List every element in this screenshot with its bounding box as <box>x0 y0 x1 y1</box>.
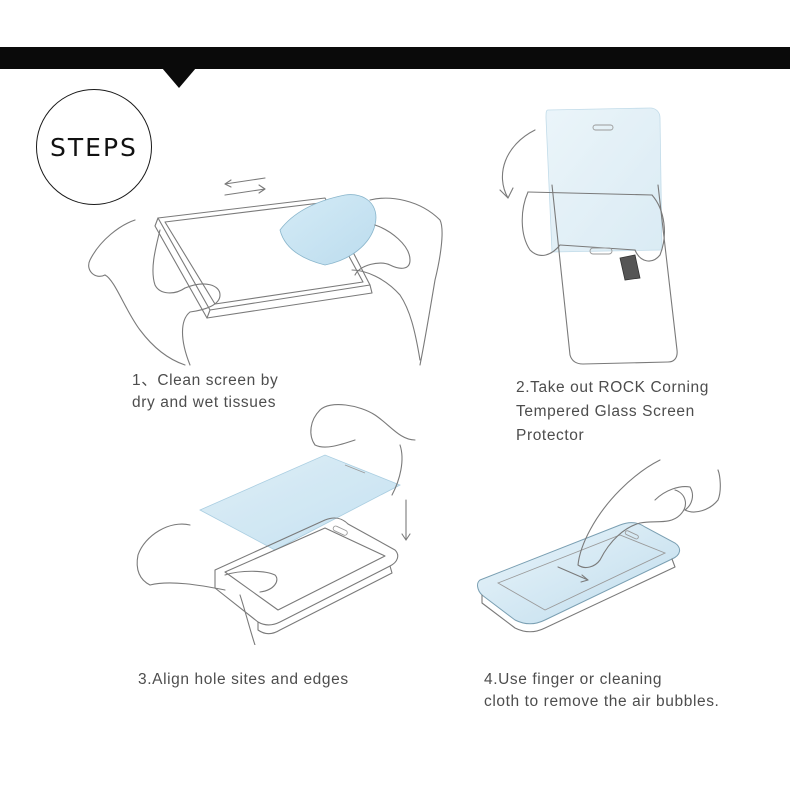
top-banner-bar <box>0 47 790 69</box>
steps-badge-label: STEPS <box>50 132 138 162</box>
step-3-illustration <box>136 404 416 645</box>
step-3-caption: 3.Align hole sites and edges <box>138 671 349 688</box>
step-2-caption: 2.Take out ROCK Corning Tempered Glass S… <box>516 379 709 444</box>
swipe-arrows-icon <box>224 177 266 196</box>
step-1-caption: 1、Clean screen by dry and wet tissues <box>132 372 279 411</box>
step-1-illustration <box>88 177 443 366</box>
step-4-illustration <box>477 459 721 633</box>
step-2-illustration <box>499 107 678 365</box>
steps-badge: STEPS <box>36 89 152 205</box>
step-4-caption: 4.Use finger or cleaning cloth to remove… <box>484 671 720 710</box>
banner-notch-arrow <box>162 68 196 88</box>
